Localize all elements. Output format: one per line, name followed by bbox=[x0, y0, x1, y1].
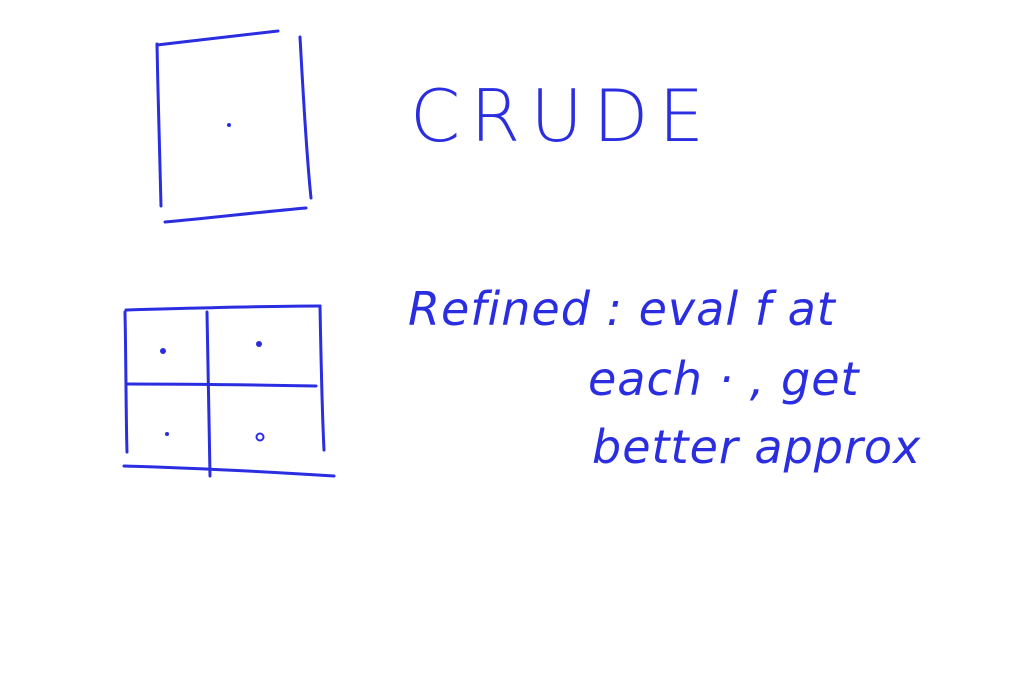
refined-note-line-3: better approx bbox=[592, 420, 922, 474]
refined-note-line-2: each · , get bbox=[588, 352, 860, 406]
refined-grid bbox=[122, 304, 336, 478]
refined-midpoint-dot-top-right bbox=[256, 341, 262, 347]
crude-label: CRUDE bbox=[410, 74, 714, 158]
crude-cell-box bbox=[155, 29, 313, 224]
refined-note-line-1: Refined : eval f at bbox=[408, 282, 836, 336]
crude-midpoint-dot bbox=[227, 123, 231, 127]
refined-midpoint-dot-bottom-left bbox=[165, 432, 169, 436]
refined-midpoint-dot-top-left bbox=[160, 348, 166, 354]
refined-midpoint-dot-bottom-right bbox=[255, 432, 265, 442]
